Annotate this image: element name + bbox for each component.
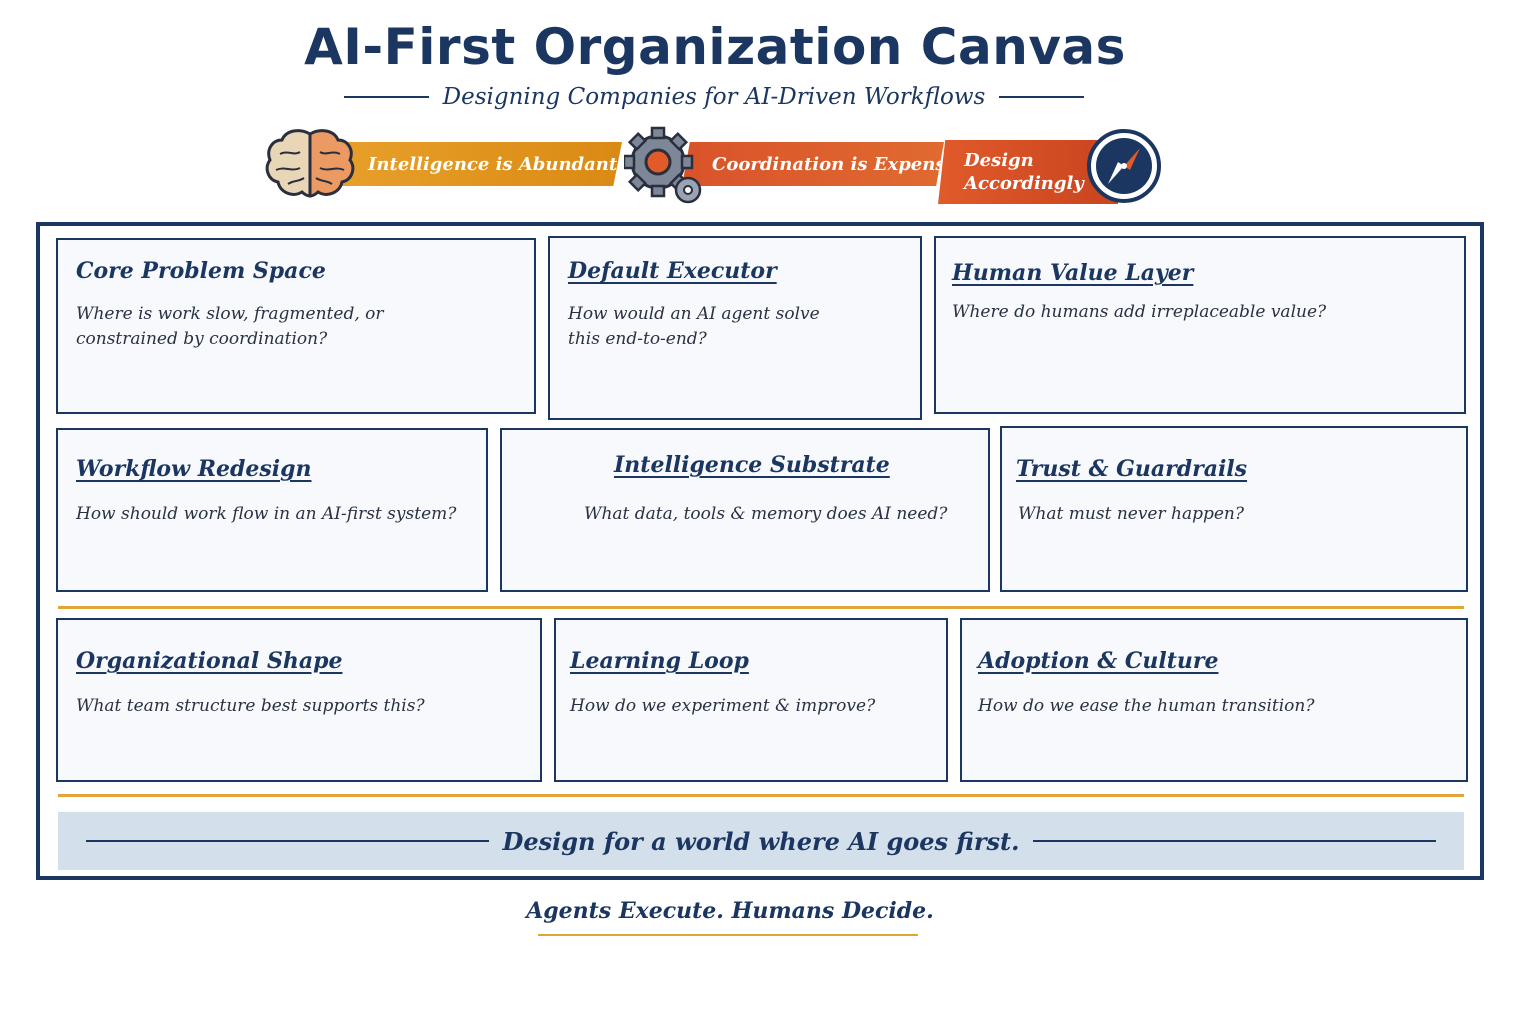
closing-statement-band: Design for a world where AI goes first.: [58, 812, 1464, 870]
page-title: AI-First Organization Canvas: [304, 18, 1126, 76]
band-rule-right: [1033, 840, 1436, 842]
learning-loop-prompt: How do we experiment & improve?: [570, 696, 876, 716]
workflow-redesign-title: Workflow Redesign: [76, 456, 312, 482]
principles-banner: Intelligence is Abundant Coordination is…: [262, 126, 1172, 212]
subtitle-row: Designing Companies for AI-Driven Workfl…: [344, 80, 1085, 114]
cell-default-executor[interactable]: Default Executor How would an AI agent s…: [548, 236, 922, 420]
closing-statement: Design for a world where AI goes first.: [502, 826, 1020, 856]
cell-trust-guardrails[interactable]: Trust & Guardrails What must never happe…: [1000, 426, 1468, 592]
cell-organizational-shape[interactable]: Organizational Shape What team structure…: [56, 618, 542, 782]
human-value-title: Human Value Layer: [952, 260, 1194, 286]
subtitle-rule-left: [344, 96, 429, 98]
core-problem-prompt-2: constrained by coordination?: [76, 329, 328, 349]
principle-ribbon-2: Coordination is Expensive: [682, 142, 944, 186]
divider-upper: [58, 606, 1464, 609]
trust-guardrails-title: Trust & Guardrails: [1016, 456, 1248, 482]
brain-icon: [265, 129, 355, 198]
principle-3-line2: Accordingly: [964, 173, 1084, 194]
band-rule-left: [86, 840, 489, 842]
tagline-underline: [538, 934, 918, 936]
core-problem-prompt-1: Where is work slow, fragmented, or: [76, 304, 384, 324]
human-value-prompt: Where do humans add irreplaceable value?: [952, 302, 1327, 322]
adoption-culture-prompt: How do we ease the human transition?: [978, 696, 1315, 716]
divider-lower: [58, 794, 1464, 797]
cell-core-problem-space[interactable]: Core Problem Space Where is work slow, f…: [56, 238, 536, 414]
workflow-redesign-prompt: How should work flow in an AI-first syst…: [76, 504, 457, 524]
default-executor-title: Default Executor: [568, 258, 777, 284]
compass-icon: [1087, 129, 1161, 203]
cell-human-value-layer[interactable]: Human Value Layer Where do humans add ir…: [934, 236, 1466, 414]
trust-guardrails-prompt: What must never happen?: [1018, 504, 1244, 524]
cell-intelligence-substrate[interactable]: Intelligence Substrate What data, tools …: [500, 428, 990, 592]
canvas-frame: Core Problem Space Where is work slow, f…: [36, 222, 1484, 880]
default-executor-prompt-2: this end-to-end?: [568, 329, 707, 349]
default-executor-prompt-1: How would an AI agent solve: [568, 304, 820, 324]
intelligence-substrate-prompt: What data, tools & memory does AI need?: [584, 504, 948, 524]
tagline: Agents Execute. Humans Decide.: [526, 898, 934, 924]
gear-icon: [624, 126, 702, 204]
principle-ribbon-1: Intelligence is Abundant: [332, 142, 622, 186]
org-shape-prompt: What team structure best supports this?: [76, 696, 425, 716]
org-shape-title: Organizational Shape: [76, 648, 343, 674]
cell-adoption-culture[interactable]: Adoption & Culture How do we ease the hu…: [960, 618, 1468, 782]
intelligence-substrate-title: Intelligence Substrate: [614, 452, 890, 478]
principle-2-label: Coordination is Expensive: [712, 153, 975, 175]
principle-1-label: Intelligence is Abundant: [368, 153, 618, 175]
page-subtitle: Designing Companies for AI-Driven Workfl…: [442, 84, 986, 110]
subtitle-rule-right: [999, 96, 1085, 98]
core-problem-title: Core Problem Space: [76, 258, 326, 284]
adoption-culture-title: Adoption & Culture: [978, 648, 1219, 674]
principle-3-line1: Design: [964, 150, 1034, 171]
cell-learning-loop[interactable]: Learning Loop How do we experiment & imp…: [554, 618, 948, 782]
learning-loop-title: Learning Loop: [570, 648, 749, 674]
cell-workflow-redesign[interactable]: Workflow Redesign How should work flow i…: [56, 428, 488, 592]
